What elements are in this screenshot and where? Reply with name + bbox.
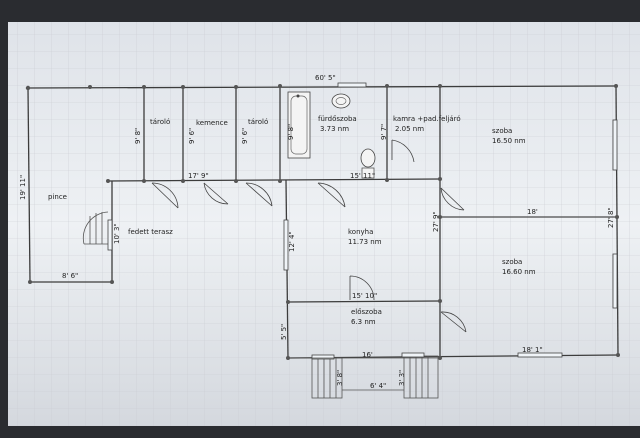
dim-szoba-left-height: 27' 9" — [432, 211, 440, 232]
room-szoba-1: szoba — [492, 127, 512, 135]
room-szoba-2: szoba — [502, 258, 522, 266]
room-konyha: konyha — [348, 228, 373, 236]
room-kamra-area: 2.05 nm — [395, 125, 424, 133]
dim-kamra-height: 9' 7" — [380, 124, 388, 140]
dim-furdo-height: 9' 8" — [287, 124, 295, 140]
wall-nodes — [25, 84, 620, 360]
dimension-lines — [288, 216, 616, 359]
terrace-stairs — [82, 211, 109, 245]
room-szoba-2-area: 16.60 nm — [502, 268, 536, 276]
room-kamra: kamra +pad.feljáró — [393, 115, 461, 123]
room-szoba-1-area: 16.50 nm — [492, 137, 526, 145]
room-tarolo-1: tároló — [150, 118, 170, 126]
dim-tarolo2-height: 9' 6" — [241, 128, 249, 144]
entrance-stairs — [311, 355, 439, 399]
dim-furdo-width: 15' 11" — [350, 172, 375, 180]
dim-pince-width: 8' 6" — [62, 272, 78, 280]
room-eloszoba-area: 6.3 nm — [351, 318, 376, 326]
dim-stair-right: 3' 3" — [398, 370, 406, 386]
doors — [151, 139, 467, 333]
room-eloszoba: előszoba — [351, 307, 382, 316]
room-fedett-terasz: fedett terasz — [128, 228, 173, 236]
room-kemence: kemence — [196, 119, 228, 127]
room-konyha-area: 11.73 nm — [348, 238, 382, 246]
dim-stair-left: 3' 8" — [336, 370, 344, 386]
dim-tarolo1-height: 9' 8" — [134, 128, 142, 144]
dim-left-height: 19' 11" — [19, 175, 27, 200]
windows — [107, 82, 618, 360]
dim-top-width: 60' 5" — [315, 74, 336, 82]
dim-konyha-height: 12' 4" — [288, 231, 296, 252]
dim-szoba2-width: 18' 1" — [522, 346, 543, 354]
dim-stair-gap: 6' 4" — [370, 382, 386, 390]
room-furdoszoba-area: 3.73 nm — [320, 125, 349, 133]
toilet — [360, 148, 376, 168]
bathroom-fixtures — [287, 91, 376, 179]
dim-szoba-width: 18' — [527, 208, 538, 216]
dim-mid-run: 17' 9" — [188, 172, 209, 180]
room-pince: pince — [48, 193, 67, 201]
dim-eloszoba-height: 5' 5" — [280, 324, 288, 340]
sink — [331, 93, 351, 109]
dim-konyha-width: 15' 10" — [352, 292, 377, 300]
room-furdoszoba: fürdőszoba — [318, 114, 357, 123]
room-tarolo-2: tároló — [248, 118, 268, 126]
dim-szoba-right-height: 27' 8" — [607, 207, 615, 228]
dim-kemence-height: 9' 6" — [188, 128, 196, 144]
bathtub — [287, 91, 311, 159]
dim-terasz-depth: 10' 3" — [113, 223, 121, 244]
dim-eloszoba-width: 16' — [362, 351, 373, 359]
